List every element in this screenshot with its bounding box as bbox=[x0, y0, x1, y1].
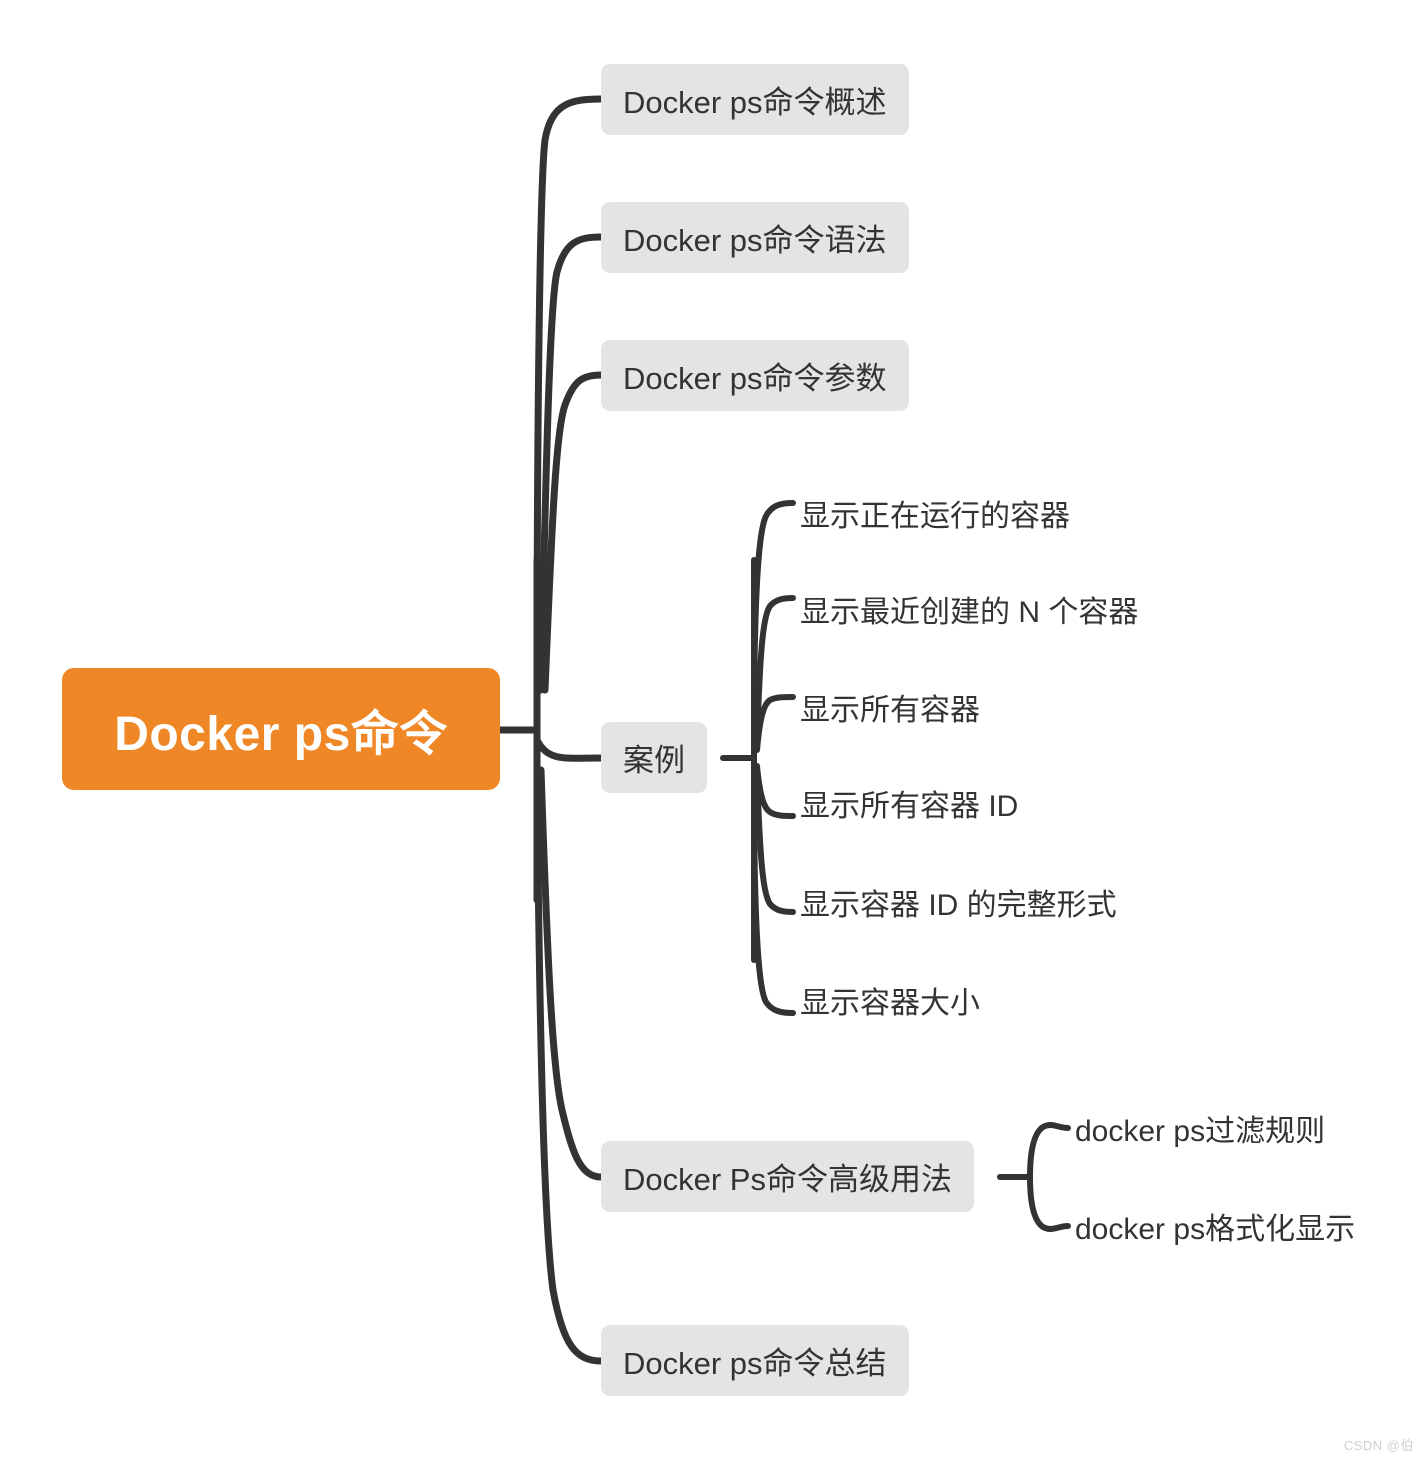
node-label: 显示容器大小 bbox=[800, 987, 980, 1020]
edge-to-cases bbox=[533, 736, 605, 762]
edge-case-3 bbox=[754, 763, 796, 819]
node-advanced-format-output[interactable]: docker ps格式化显示 bbox=[1075, 1204, 1355, 1248]
node-case-all-containers[interactable]: 显示所有容器 bbox=[800, 685, 980, 729]
root-label: Docker ps命令 bbox=[114, 708, 448, 761]
node-case-all-container-ids[interactable]: 显示所有容器 ID bbox=[800, 781, 1018, 825]
node-label: docker ps格式化显示 bbox=[1075, 1213, 1356, 1246]
csdn-watermark: CSDN @伯 bbox=[1343, 1438, 1414, 1453]
node-label: Docker ps命令概述 bbox=[623, 85, 887, 120]
node-label: 显示最近创建的 N 个容器 bbox=[800, 596, 1139, 629]
node-advanced-filter-rules[interactable]: docker ps过滤规则 bbox=[1075, 1106, 1325, 1150]
node-label: 显示容器 ID 的完整形式 bbox=[800, 889, 1117, 922]
node-label: Docker ps命令参数 bbox=[623, 361, 887, 396]
edge-case-4 bbox=[754, 769, 796, 915]
node-label: 显示正在运行的容器 bbox=[800, 500, 1070, 533]
edge-case-0 bbox=[751, 500, 796, 743]
node-docker-ps-advanced-usage[interactable]: Docker Ps命令高级用法 bbox=[601, 1141, 974, 1212]
node-docker-ps-params[interactable]: Docker ps命令参数 bbox=[601, 340, 909, 411]
edge-case-2 bbox=[754, 694, 796, 753]
edge-case-5 bbox=[751, 773, 796, 1016]
node-case-running-containers[interactable]: 显示正在运行的容器 bbox=[800, 491, 1070, 535]
node-case-container-size[interactable]: 显示容器大小 bbox=[800, 978, 980, 1022]
node-case-last-n-containers[interactable]: 显示最近创建的 N 个容器 bbox=[800, 587, 1138, 631]
edge-to-params bbox=[541, 371, 605, 694]
node-label: 显示所有容器 ID bbox=[800, 790, 1019, 823]
node-label: Docker Ps命令高级用法 bbox=[623, 1162, 952, 1197]
mindmap-root-node[interactable]: Docker ps命令 bbox=[62, 668, 500, 790]
edge-to-summary bbox=[533, 771, 605, 1365]
node-label: Docker ps命令总结 bbox=[623, 1346, 887, 1381]
node-docker-ps-syntax[interactable]: Docker ps命令语法 bbox=[601, 202, 909, 273]
edge-to-syntax bbox=[537, 233, 605, 694]
edge-advanced-0 bbox=[1027, 1122, 1071, 1180]
node-label: Docker ps命令语法 bbox=[623, 223, 887, 258]
edge-case-1 bbox=[754, 595, 796, 747]
node-label: 显示所有容器 bbox=[800, 694, 980, 727]
node-docker-ps-summary[interactable]: Docker ps命令总结 bbox=[601, 1325, 909, 1396]
edge-to-overview bbox=[533, 95, 605, 704]
edge-advanced-1 bbox=[1027, 1174, 1071, 1232]
node-label: docker ps过滤规则 bbox=[1075, 1115, 1326, 1148]
node-label: 案例 bbox=[623, 743, 685, 778]
node-case-full-container-id[interactable]: 显示容器 ID 的完整形式 bbox=[800, 880, 1117, 924]
node-docker-ps-overview[interactable]: Docker ps命令概述 bbox=[601, 64, 909, 135]
node-cases[interactable]: 案例 bbox=[601, 722, 707, 793]
edge-to-advanced bbox=[537, 766, 605, 1181]
